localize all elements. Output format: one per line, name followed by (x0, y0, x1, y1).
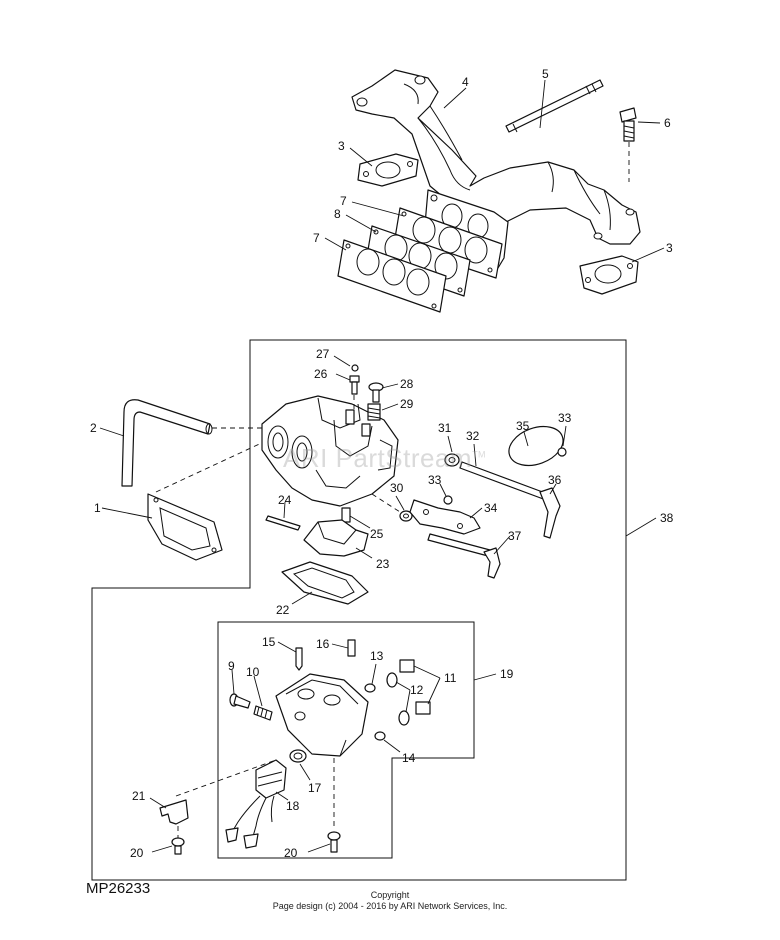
callout-21[interactable]: 21 (132, 789, 146, 803)
callout-31[interactable]: 31 (438, 421, 452, 435)
callout-20b[interactable]: 20 (284, 846, 298, 860)
callout-17[interactable]: 17 (308, 781, 322, 795)
callout-15[interactable]: 15 (262, 635, 276, 649)
callout-9[interactable]: 9 (228, 659, 235, 673)
callout-32[interactable]: 32 (466, 429, 480, 443)
callout-3b[interactable]: 3 (666, 241, 673, 255)
callout-12[interactable]: 12 (410, 683, 424, 697)
part-36-lever[interactable] (539, 483, 561, 539)
part-33-screw-lower[interactable] (439, 483, 453, 505)
callout-5[interactable]: 5 (542, 67, 549, 81)
part-25-jet[interactable] (341, 507, 371, 529)
callout-8[interactable]: 8 (334, 207, 341, 221)
part-22-gasket[interactable] (281, 561, 369, 605)
carburetor-assembly-box (91, 339, 657, 881)
callout-7a[interactable]: 7 (340, 194, 347, 208)
callout-29[interactable]: 29 (400, 397, 414, 411)
part-14-screw[interactable] (374, 731, 401, 753)
part-15-needle[interactable] (277, 641, 303, 671)
part-33-screw-upper[interactable] (557, 425, 567, 457)
callout-1[interactable]: 1 (94, 501, 101, 515)
callout-27[interactable]: 27 (316, 347, 330, 361)
part-20-screw-inner[interactable] (307, 758, 341, 853)
part-28-screw[interactable] (368, 382, 399, 403)
part-3-gasket-upper[interactable] (357, 153, 419, 187)
callout-labels: 1 2 3 3 4 5 6 7 7 8 9 10 11 12 13 14 15 … (90, 67, 674, 860)
part-17-o-ring[interactable] (289, 749, 311, 781)
part-37-choke-shaft[interactable] (427, 533, 511, 579)
part-7-gasket-rear[interactable] (393, 207, 503, 279)
part-12-washer[interactable] (386, 672, 411, 726)
part-16-jet[interactable] (331, 639, 356, 657)
diagram-model-id: MP26233 (86, 880, 151, 897)
part-38-outline (91, 339, 627, 881)
callout-18[interactable]: 18 (286, 799, 300, 813)
callout-7b[interactable]: 7 (313, 231, 320, 245)
callout-2[interactable]: 2 (90, 421, 97, 435)
part-19-outline (217, 621, 475, 859)
part-float-bowl[interactable] (275, 673, 369, 757)
callout-20a[interactable]: 20 (130, 846, 144, 860)
callout-33a[interactable]: 33 (558, 411, 572, 425)
carburetor-body[interactable] (261, 395, 399, 507)
part-6-screw[interactable] (619, 107, 637, 182)
part-30-seal[interactable] (371, 493, 413, 522)
callout-25[interactable]: 25 (370, 527, 384, 541)
callout-11[interactable]: 11 (444, 671, 457, 685)
part-27-ball[interactable] (333, 355, 359, 372)
callout-23[interactable]: 23 (376, 557, 390, 571)
part-5-stud[interactable] (505, 79, 604, 133)
part-23-float[interactable] (303, 519, 373, 559)
callout-10[interactable]: 10 (246, 665, 260, 679)
callout-34[interactable]: 34 (484, 501, 498, 515)
float-bowl-box (217, 621, 497, 859)
part-2-hose[interactable] (99, 399, 262, 487)
part-3-gasket-lower[interactable] (579, 255, 639, 295)
callout-13[interactable]: 13 (370, 649, 384, 663)
part-35-valve-plate[interactable] (504, 420, 569, 473)
intake-manifold-group (324, 69, 665, 313)
callout-22[interactable]: 22 (276, 603, 290, 617)
callout-3a[interactable]: 3 (338, 139, 345, 153)
part-20-screw-outer[interactable] (151, 826, 185, 855)
part-18-solenoid[interactable] (225, 759, 289, 849)
part-10-spring[interactable] (253, 675, 273, 721)
watermark-logo: ARI PartStreamTM (283, 443, 487, 473)
callout-38[interactable]: 38 (660, 511, 674, 525)
part-24-pin[interactable] (265, 501, 301, 531)
part-11-plug[interactable] (399, 659, 441, 715)
copyright-line: Page design (c) 2004 - 2016 by ARI Netwo… (272, 901, 508, 911)
callout-24[interactable]: 24 (278, 493, 292, 507)
callout-35[interactable]: 35 (516, 419, 530, 433)
callout-4[interactable]: 4 (462, 75, 469, 89)
callout-14[interactable]: 14 (402, 751, 416, 765)
callout-16[interactable]: 16 (316, 637, 330, 651)
callout-37[interactable]: 37 (508, 529, 522, 543)
part-34-choke-plate[interactable] (409, 499, 483, 535)
callout-33b[interactable]: 33 (428, 473, 442, 487)
part-9-screw[interactable] (229, 669, 251, 709)
callout-26[interactable]: 26 (314, 367, 328, 381)
part-1-gasket[interactable] (101, 439, 269, 561)
part-13-screw[interactable] (364, 663, 377, 693)
part-21-bracket[interactable] (149, 759, 277, 825)
copyright-title: Copyright (370, 890, 410, 900)
callout-30[interactable]: 30 (390, 481, 404, 495)
part-7-gasket-front[interactable] (337, 239, 447, 313)
part-31-seal[interactable] (444, 435, 460, 467)
callout-19[interactable]: 19 (500, 667, 514, 681)
callout-6[interactable]: 6 (664, 116, 671, 130)
callout-28[interactable]: 28 (400, 377, 414, 391)
part-26-screw[interactable] (335, 373, 360, 412)
callout-36[interactable]: 36 (548, 473, 562, 487)
part-29-spring[interactable] (367, 403, 399, 421)
